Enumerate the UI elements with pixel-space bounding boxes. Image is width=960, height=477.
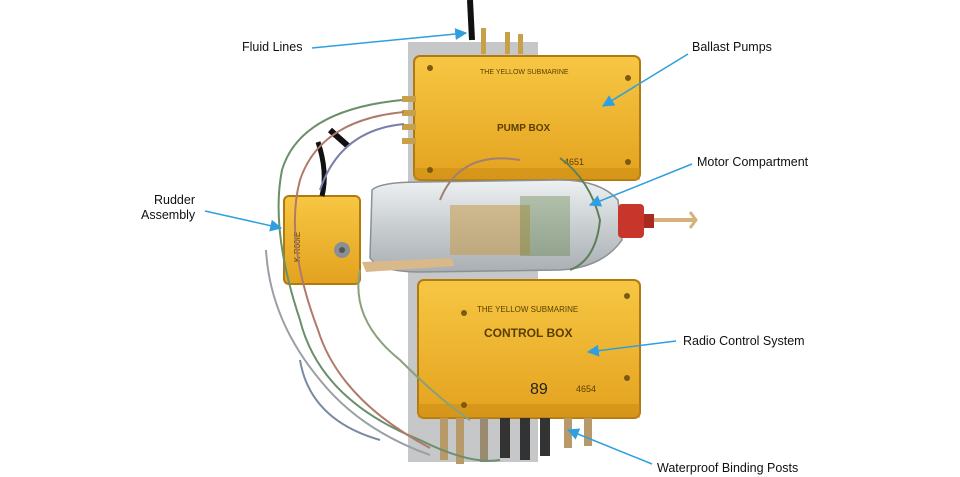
rudder-box: K-R00IE [283,127,361,285]
fluid-line-fittings [481,28,523,54]
label-rudder-line2: Assembly [141,208,196,222]
wooden-stick [362,258,454,272]
callout-arrows [204,28,693,465]
arrow-rudder-assembly [204,210,283,232]
red-cap [618,204,644,238]
arrow-radio-control [586,340,677,357]
prop-shaft [654,218,694,222]
control-id-text: 89 [530,381,548,398]
arrow-ballast-pumps [601,53,689,107]
label-radio-control: Radio Control System [683,334,805,348]
label-ballast-pumps: Ballast Pumps [692,40,772,54]
control-number-text: 4654 [576,384,596,394]
label-binding-posts: Waterproof Binding Posts [657,461,799,475]
submarine-device-illustration: THE YELLOW SUBMARINE PUMP BOX 4651 [265,0,698,464]
wire-bundle [265,99,602,462]
control-box: THE YELLOW SUBMARINE CONTROL BOX 89 4654 [417,279,641,419]
pump-number-text: 4651 [564,157,584,167]
rudder-box-text: K-R00IE [293,232,302,262]
top-cable [467,0,475,41]
label-fluid-lines: Fluid Lines [242,40,303,54]
pump-brand-text: THE YELLOW SUBMARINE [480,69,569,76]
arrow-fluid-lines [311,28,468,49]
control-brand-text: THE YELLOW SUBMARINE [477,305,578,314]
pump-title-text: PUMP BOX [497,123,550,134]
pump-box: THE YELLOW SUBMARINE PUMP BOX 4651 [402,55,641,181]
motor-compartment-bottle [369,179,698,273]
arrow-binding-posts [566,428,653,465]
label-rudder-line1: Rudder [154,193,195,207]
control-title-text: CONTROL BOX [484,326,572,340]
label-motor-compartment: Motor Compartment [697,155,809,169]
arrow-motor-compartment [588,163,693,207]
